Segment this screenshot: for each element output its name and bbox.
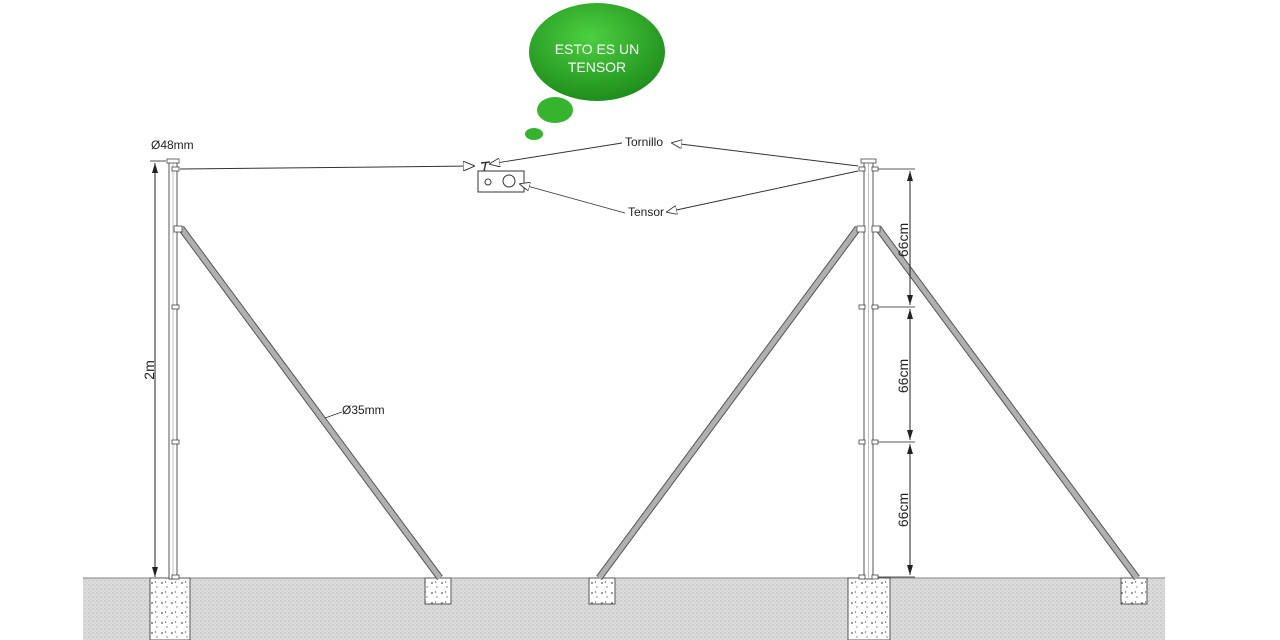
bolt-label: Tornillo	[625, 135, 663, 149]
brace-right-fill	[875, 226, 1140, 580]
post-left-cap	[166, 158, 180, 164]
tensor-label: Tensor	[628, 205, 664, 219]
clip	[858, 574, 866, 580]
clip	[171, 439, 180, 445]
clip	[171, 574, 180, 580]
tensor-leader-to-label	[667, 170, 859, 212]
footing-left-post	[149, 577, 191, 640]
brace-left-fill	[178, 226, 443, 580]
clip	[171, 166, 180, 172]
brace-leader	[324, 411, 343, 419]
brace-middle-fill	[596, 226, 861, 580]
post-right-cap	[860, 158, 877, 164]
brace-diameter-label: Ø35mm	[342, 403, 385, 417]
tensor-leader-to-detail	[520, 184, 626, 214]
tensioner-detail	[477, 161, 525, 193]
bolt-leader-to-detail	[490, 142, 623, 164]
clip	[173, 225, 183, 233]
spacing-label-2: 66cm	[895, 359, 911, 393]
wire-arrow-left	[179, 166, 474, 169]
bubble-text-line1: ESTO ES UN	[555, 41, 640, 57]
clip	[858, 304, 866, 310]
post-diameter-label: Ø48mm	[151, 138, 194, 152]
clip	[871, 574, 879, 580]
bubble-text-line2: TENSOR	[568, 59, 626, 75]
clip	[871, 439, 879, 445]
spacing-label-1: 66cm	[895, 223, 911, 257]
clip	[858, 166, 866, 172]
clip	[871, 225, 881, 233]
clip	[871, 166, 879, 172]
ground	[83, 578, 1165, 640]
clip	[856, 225, 866, 233]
clip	[871, 304, 879, 310]
height-label: 2m	[141, 360, 157, 379]
thought-bubble: ESTO ES UN TENSOR	[525, 3, 665, 140]
clip	[171, 304, 180, 310]
footing-left-brace	[424, 577, 452, 605]
clip	[858, 439, 866, 445]
bolt-leader-to-label	[672, 143, 859, 167]
spacing-label-3: 66cm	[895, 493, 911, 527]
footing-right-brace	[1120, 577, 1148, 605]
footing-right-post	[847, 577, 891, 640]
footing-middle-brace	[588, 577, 616, 605]
